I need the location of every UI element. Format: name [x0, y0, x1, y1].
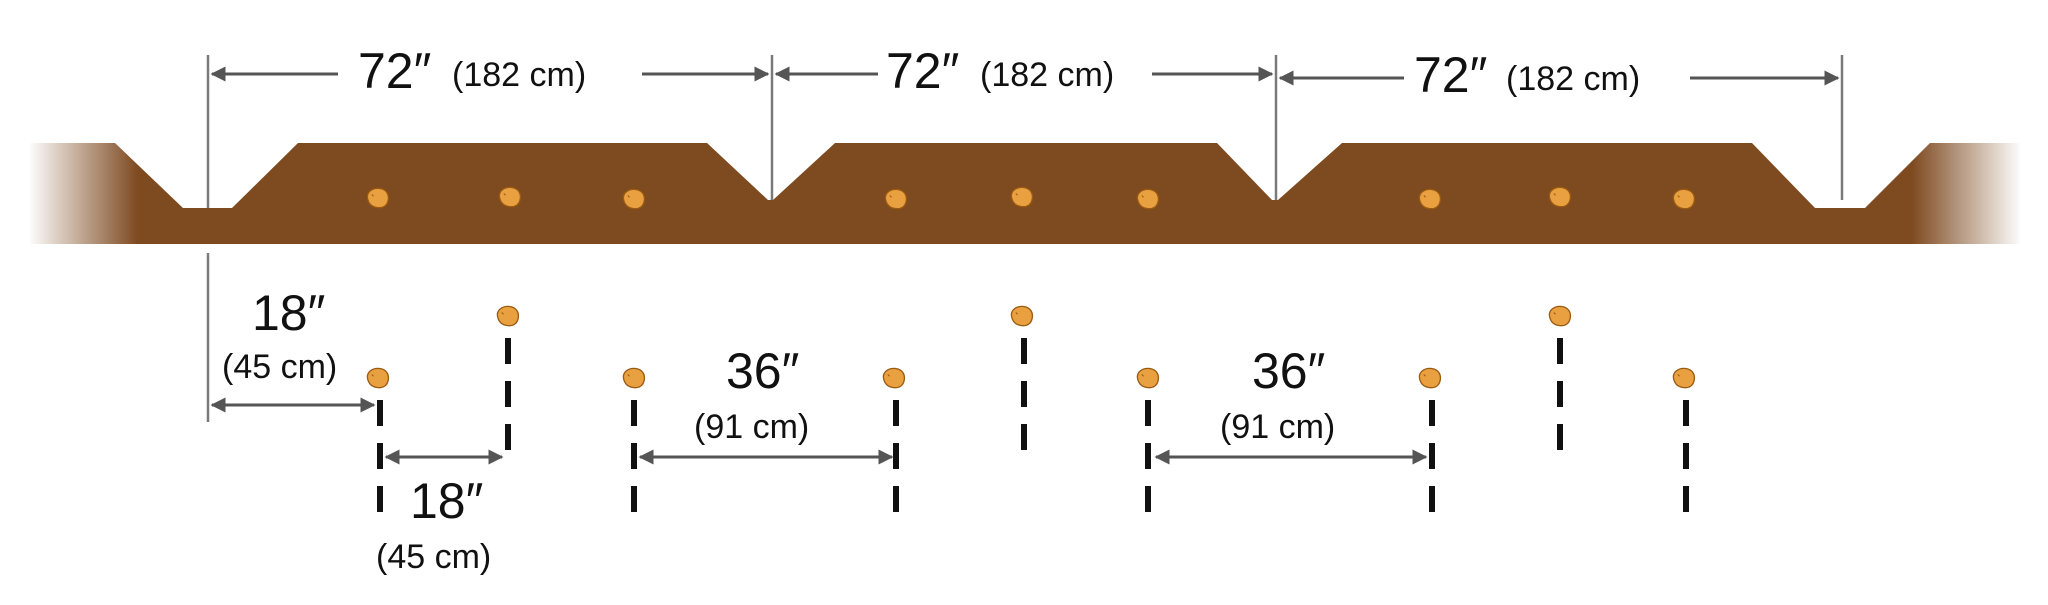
between-rows-1-cm: (91 cm) — [694, 408, 809, 446]
top-dimension-0: 72″ (182 cm) — [210, 43, 770, 99]
seed-potato-icon — [1672, 367, 1696, 389]
edge-to-row-dimension: 18″ (45 cm) — [210, 285, 376, 413]
between-rows-dimension-2: 36″ (91 cm) — [1154, 343, 1428, 465]
top-dimension-2: 72″ (182 cm) — [1278, 47, 1840, 103]
between-rows-2-cm: (91 cm) — [1220, 408, 1335, 446]
seed-potato-icon — [1548, 305, 1572, 327]
in-row-spacing-dimension: 18″ (45 cm) — [376, 449, 504, 576]
seed-potato-icon — [366, 367, 390, 389]
top-dimension-2-inches: 72″ — [1414, 47, 1487, 103]
seed-potato-icon — [622, 188, 646, 210]
in-row-spacing-cm: (45 cm) — [376, 538, 491, 576]
between-rows-2-inches: 36″ — [1252, 343, 1325, 399]
seed-potato-icon — [1418, 188, 1442, 210]
between-rows-dimension-1: 36″ (91 cm) — [638, 343, 894, 465]
seed-potato-icon — [1010, 186, 1034, 208]
seed-potato-icon — [1672, 188, 1696, 210]
seed-potato-icon — [1136, 188, 1160, 210]
seed-potato-icon — [1010, 305, 1034, 327]
between-rows-1-inches: 36″ — [726, 343, 799, 399]
in-row-spacing-inches: 18″ — [410, 473, 483, 529]
seed-potato-icon — [1418, 367, 1442, 389]
edge-to-row-inches: 18″ — [252, 285, 325, 341]
seed-potato-icon — [496, 305, 520, 327]
seed-potato-icon — [1136, 367, 1160, 389]
seed-potato-icon — [498, 186, 522, 208]
top-dimension-2-cm: (182 cm) — [1506, 60, 1640, 98]
top-dimension-1: 72″ (182 cm) — [774, 43, 1274, 99]
seed-potato-icon — [366, 187, 390, 209]
guide-lines — [206, 55, 1844, 422]
soil-fade-left — [28, 140, 138, 248]
seed-potato-icon — [1548, 186, 1572, 208]
top-dimension-1-cm: (182 cm) — [980, 56, 1114, 94]
seed-potato-icon — [622, 367, 646, 389]
seed-potato-icon — [882, 367, 906, 389]
top-dimension-0-inches: 72″ — [358, 43, 431, 99]
top-dimension-1-inches: 72″ — [886, 43, 959, 99]
top-dimension-0-cm: (182 cm) — [452, 56, 586, 94]
planting-rows — [366, 305, 1696, 528]
soil-fade-right — [1912, 140, 2022, 248]
seed-potato-icon — [884, 188, 908, 210]
edge-to-row-cm: (45 cm) — [222, 348, 337, 386]
